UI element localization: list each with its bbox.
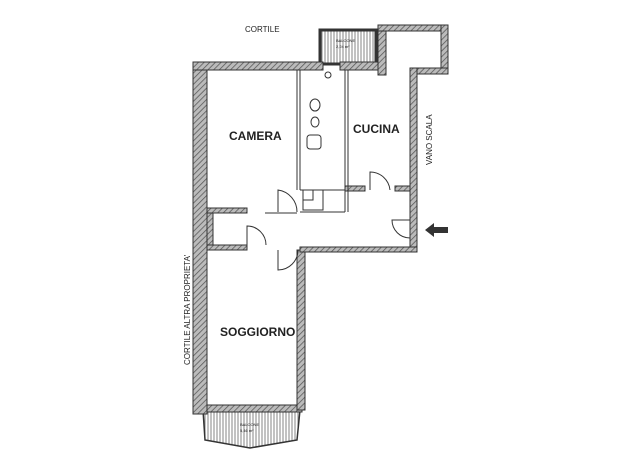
balcony-bottom-area: 5,46 m² — [240, 428, 254, 433]
room-label-cucina: CUCINA — [353, 122, 400, 136]
stairwell-label: VANO SCALA — [425, 114, 434, 165]
entrance-arrow-icon — [425, 223, 448, 237]
courtyard-top-label: CORTILE — [245, 25, 280, 34]
doors — [246, 171, 411, 271]
balcony-bottom-name: BALCONE — [240, 422, 259, 427]
room-label-camera: CAMERA — [229, 129, 282, 143]
balcony-top-name: BALCONE — [336, 38, 355, 43]
balcony-bottom: BALCONE 5,46 m² — [202, 409, 301, 449]
balcony-top-area: 2,24 m² — [336, 44, 350, 49]
walls — [192, 24, 449, 415]
courtyard-side-label: CORTILE ALTRA PROPRIETA' — [183, 254, 192, 365]
bathroom-fixtures — [306, 71, 332, 150]
balcony-top: BALCONE 2,24 m² — [318, 28, 378, 66]
room-label-soggiorno: SOGGIORNO — [220, 325, 295, 339]
